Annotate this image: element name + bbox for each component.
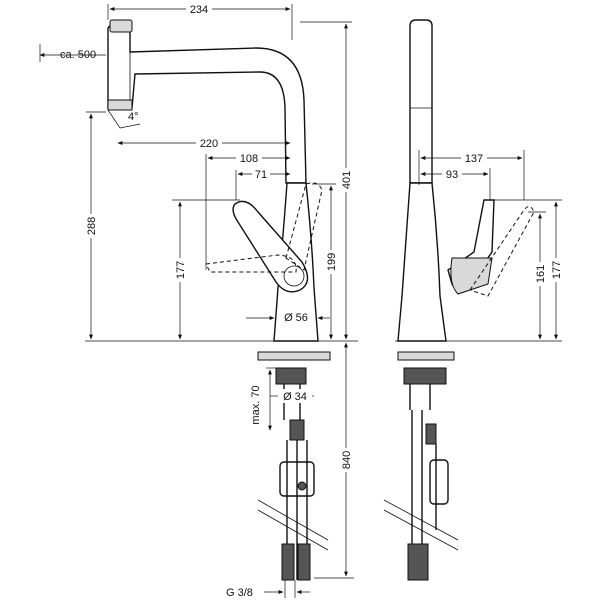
faucet-body-side bbox=[397, 182, 447, 342]
dim-g38-label: G 3/8 bbox=[226, 587, 253, 599]
lever-alt-position-left bbox=[205, 254, 297, 273]
mounting-nut-side bbox=[403, 367, 447, 385]
dim-220-label: 220 bbox=[200, 138, 218, 150]
break-line-front-1 bbox=[257, 499, 329, 541]
dim-840-label: 840 bbox=[341, 451, 353, 469]
dim-177-front-label: 177 bbox=[175, 261, 187, 279]
lever-housing-side bbox=[450, 257, 493, 295]
dim-dia56-label: Ø 56 bbox=[284, 312, 308, 324]
angle-4-line-1 bbox=[107, 109, 121, 129]
dim-288-label: 288 bbox=[86, 217, 98, 235]
hose-clip-side bbox=[425, 423, 437, 445]
front-view: 234 ca. 500 4° 220 108 71 401 288 bbox=[39, 2, 358, 599]
counterweight-side bbox=[429, 459, 449, 505]
dim-max70-label: max. 70 bbox=[250, 385, 262, 424]
dim-161-label: 161 bbox=[535, 265, 547, 283]
counterweight-dot bbox=[297, 481, 307, 491]
base-plate-front bbox=[257, 351, 331, 361]
dim-199-label: 199 bbox=[326, 253, 338, 271]
hose-connector-front bbox=[289, 419, 305, 441]
dim-137-label: 137 bbox=[465, 153, 483, 165]
spray-head-tip bbox=[109, 19, 133, 33]
base-plate-side bbox=[397, 351, 455, 361]
mounting-nut-front bbox=[275, 367, 307, 385]
dim-93-label: 93 bbox=[446, 169, 458, 181]
spout-column-side bbox=[409, 19, 433, 184]
dim-71-label: 71 bbox=[255, 169, 267, 181]
break-line-side-1 bbox=[383, 499, 459, 541]
dim-108-label: 108 bbox=[240, 153, 258, 165]
angle-4-label: 4° bbox=[128, 111, 139, 123]
angle-4-line-2 bbox=[119, 123, 141, 129]
hose-end-front-1 bbox=[281, 543, 295, 581]
dim-dia34-label: Ø 34 bbox=[283, 391, 307, 403]
spray-head-nozzle bbox=[107, 99, 133, 111]
hose-end-front-2 bbox=[297, 543, 311, 581]
side-view: 137 93 161 177 bbox=[383, 19, 563, 581]
spout-outline bbox=[107, 21, 307, 184]
break-line-side-2 bbox=[383, 509, 459, 551]
break-line-front-2 bbox=[257, 509, 329, 551]
dim-ca500-label: ca. 500 bbox=[60, 49, 96, 61]
lever-pivot bbox=[283, 265, 305, 287]
hose-end-side bbox=[407, 543, 429, 581]
dim-401-label: 401 bbox=[341, 171, 353, 189]
dim-177-side-label: 177 bbox=[551, 261, 563, 279]
dim-234-label: 234 bbox=[190, 4, 208, 16]
lever-handle bbox=[232, 200, 309, 293]
